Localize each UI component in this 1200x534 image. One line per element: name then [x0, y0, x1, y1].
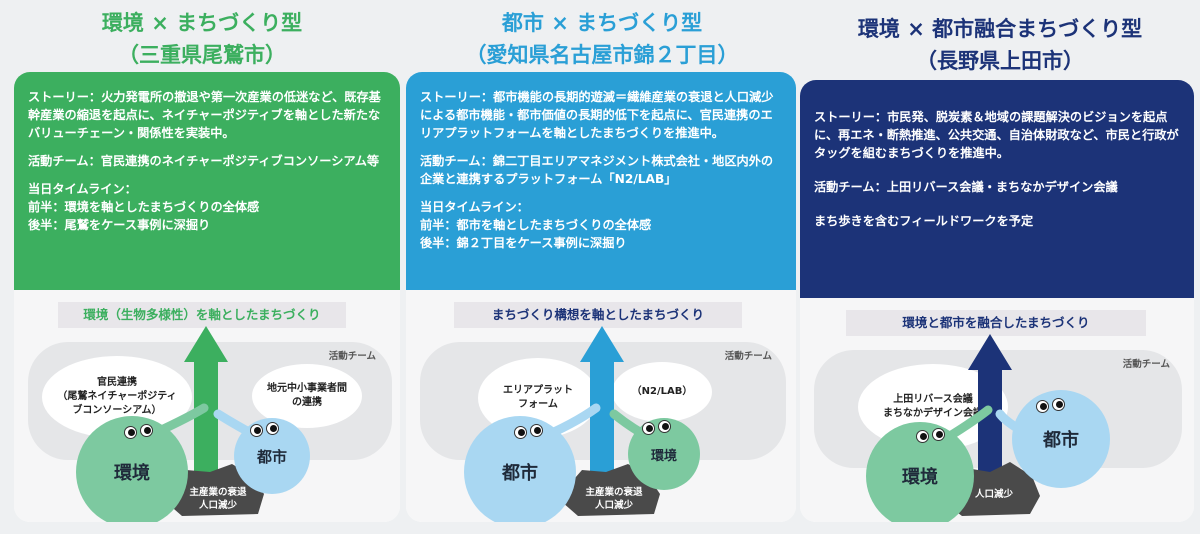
team-text: 活動チーム：官民連携のネイチャーポジティブコンソーシアム等 [28, 154, 380, 168]
diagram-area: まちづくり構想を軸としたまちづくり 活動チーム エリアプラット フォーム （N2… [406, 290, 796, 522]
rock-label: 主産業の衰退 人口減少 [189, 487, 247, 511]
diagram-area: 環境（生物多様性）を軸としたまちづくり 活動チーム 官民連携 （尾鷲ネイチャーポ… [14, 290, 400, 522]
eye-icon [514, 426, 527, 439]
panel-nishiki: 都市 × まちづくり型 （愛知県名古屋市錦２丁目） ストーリー：都市機能の長期的… [404, 0, 800, 534]
axis-label: 環境と都市を融合したまちづくり [846, 310, 1146, 336]
axis-label: 環境（生物多様性）を軸としたまちづくり [58, 302, 346, 328]
eye-icon [266, 422, 279, 435]
team-text: 活動チーム：上田リバース会議・まちなかデザイン会議 [814, 180, 1118, 194]
eye-icon [1036, 400, 1049, 413]
upward-arrow-icon [580, 326, 624, 490]
team-tag: 活動チーム [328, 351, 376, 362]
panel-card: ストーリー：都市機能の長期的遊滅＝繊維産業の衰退と人口減少による都市機能・都市価… [406, 72, 796, 522]
panel-title: 環境 × 都市融合まちづくり型 [857, 17, 1143, 41]
eye-icon [250, 424, 263, 437]
story-box: ストーリー：火力発電所の撤退や第一次産業の低迷など、既存基幹産業の縮退を起点に、… [14, 72, 400, 290]
rock-label: 主産業の衰退 人口減少 [585, 487, 643, 511]
story-text: ストーリー：火力発電所の撤退や第一次産業の低迷など、既存基幹産業の縮退を起点に、… [28, 90, 381, 140]
panel-subtitle: （長野県上田市） [916, 49, 1084, 73]
timeline-heading: 当日タイムライン： [28, 182, 137, 196]
panel-title: 都市 × まちづくり型 [501, 11, 703, 35]
rock-label: 人口減少 [974, 489, 1013, 500]
team-tag: 活動チーム [724, 351, 772, 362]
timeline-first: 前半：環境を軸としたまちづくりの全体感 [28, 200, 260, 214]
panel-subtitle: （三重県尾鷲市） [118, 43, 286, 67]
story-box: ストーリー：都市機能の長期的遊滅＝繊維産業の衰退と人口減少による都市機能・都市価… [406, 72, 796, 290]
timeline-second: 後半：尾鷲をケース事例に深掘り [28, 218, 211, 232]
eye-icon [932, 428, 945, 441]
panel-card: ストーリー：市民発、脱炭素＆地域の課題解決のビジョンを起点に、再エネ・断熱推進、… [800, 80, 1194, 522]
timeline-heading: 当日タイムライン： [420, 200, 529, 214]
axis-label: まちづくり構想を軸としたまちづくり [454, 302, 742, 328]
diagram-graphics [531, 326, 660, 516]
story-text: ストーリー：市民発、脱炭素＆地域の課題解決のビジョンを起点に、再エネ・断熱推進、… [814, 110, 1179, 160]
panel-subtitle: （愛知県名古屋市錦２丁目） [465, 43, 739, 67]
panel-title: 環境 × まちづくり型 [101, 11, 303, 35]
team-text: 活動チーム：錦二丁目エリアマネジメント株式会社・地区内外の企業と連携するプラット… [420, 154, 774, 186]
eye-icon [140, 424, 153, 437]
timeline-first: 前半：都市を軸としたまちづくりの全体感 [420, 218, 652, 232]
timeline-second: 後半：錦２丁目をケース事例に深掘り [420, 236, 627, 250]
eye-icon [916, 430, 929, 443]
big-circle-environment: 環境 [76, 416, 188, 522]
team-bubble-local-business: 地元中小事業者間 の連携 [252, 364, 362, 428]
team-bubble-n2lab: （N2/LAB） [612, 362, 712, 422]
diagram-area: 環境と都市を融合したまちづくり 活動チーム 上田リバース会議 まちなかデザイン会… [800, 298, 1194, 522]
eye-icon [124, 426, 137, 439]
eye-icon [658, 420, 671, 433]
story-text: ストーリー：都市機能の長期的遊滅＝繊維産業の衰退と人口減少による都市機能・都市価… [420, 90, 774, 140]
eye-icon [642, 422, 655, 435]
panel-ueda: 環境 × 都市融合まちづくり型 （長野県上田市） ストーリー：市民発、脱炭素＆地… [800, 0, 1200, 534]
team-tag: 活動チーム [1122, 359, 1170, 370]
panel-owase: 環境 × まちづくり型 （三重県尾鷲市） ストーリー：火力発電所の撤退や第一次産… [0, 0, 404, 534]
eye-icon [1052, 398, 1065, 411]
eye-icon [530, 424, 543, 437]
fieldwork-note: まち歩きを含むフィールドワークを予定 [814, 214, 1034, 228]
panel-card: ストーリー：火力発電所の撤退や第一次産業の低迷など、既存基幹産業の縮退を起点に、… [14, 72, 400, 522]
story-box: ストーリー：市民発、脱炭素＆地域の課題解決のビジョンを起点に、再エネ・断熱推進、… [800, 80, 1194, 298]
